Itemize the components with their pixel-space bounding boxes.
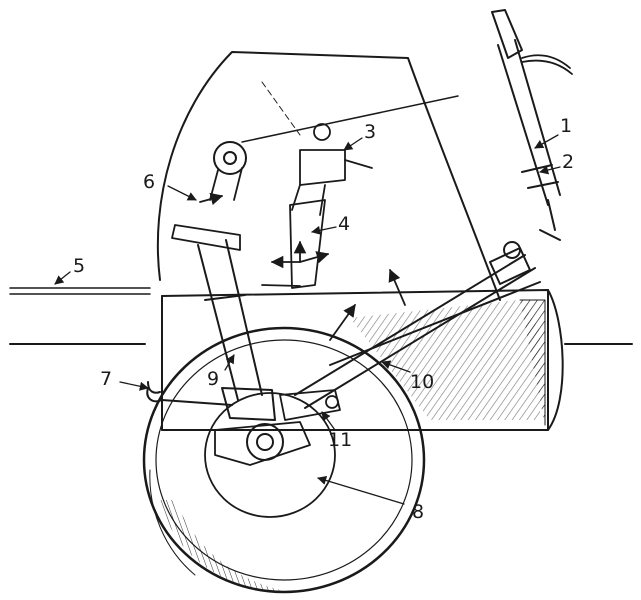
pulley-and-cable (171, 141, 247, 251)
drag-brace (294, 241, 541, 409)
label-7: 7 (100, 368, 112, 390)
retraction-actuator (491, 9, 573, 241)
wheel-well-box (161, 289, 564, 431)
label-5: 5 (73, 255, 85, 277)
label-4: 4 (338, 213, 350, 235)
label-8: 8 (412, 501, 424, 523)
label-3: 3 (364, 121, 376, 143)
wing-lower-surface-lines (9, 287, 633, 345)
label-2: 2 (562, 151, 574, 173)
valve-and-linkage (261, 123, 373, 289)
main-strut (197, 239, 276, 421)
wing-fairing-outline (156, 51, 501, 301)
label-1: 1 (560, 115, 572, 137)
label-10: 10 (410, 371, 434, 393)
label-9: 9 (207, 368, 219, 390)
leader-lines (54, 134, 561, 505)
main-wheel (142, 326, 426, 594)
motion-arrows (199, 192, 406, 341)
part-labels: 1 2 3 4 5 6 7 8 9 10 11 (73, 115, 574, 523)
label-6: 6 (143, 171, 155, 193)
support-rod (146, 381, 233, 406)
label-11: 11 (328, 429, 352, 451)
lower-link (279, 389, 341, 421)
